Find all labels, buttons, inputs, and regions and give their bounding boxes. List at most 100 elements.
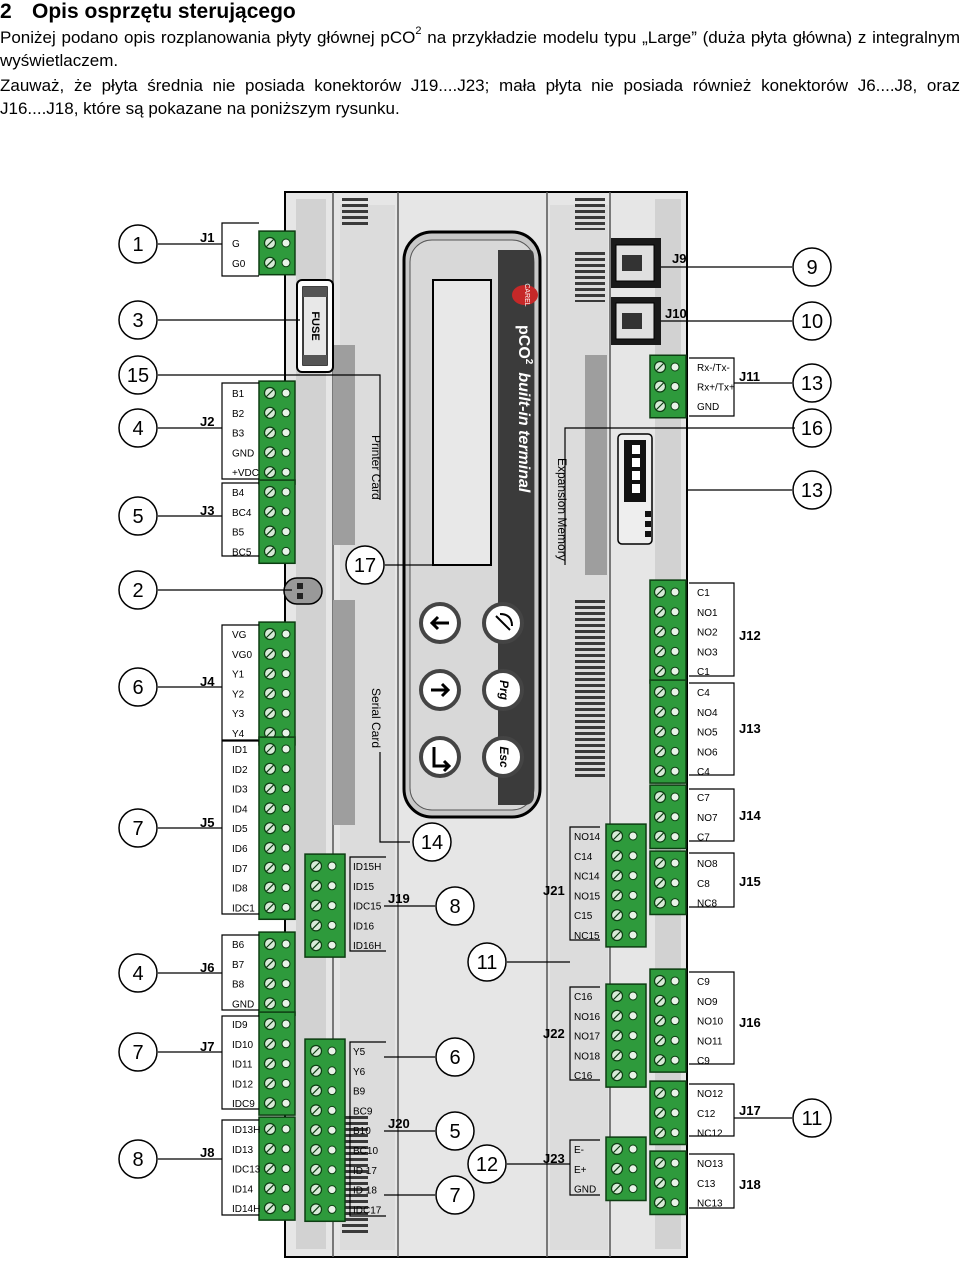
callout-number: 13 — [801, 373, 823, 395]
rj-socket-j9[interactable] — [611, 238, 661, 288]
pin-label: NO4 — [697, 708, 718, 719]
pin-label: IDC1 — [232, 903, 255, 914]
alarm-button[interactable] — [482, 602, 524, 644]
pin-label: C8 — [697, 879, 710, 890]
right-arrow-button[interactable] — [419, 669, 461, 711]
serial-card-slot — [333, 600, 355, 825]
prg-button[interactable]: Prg — [482, 669, 524, 711]
callout-7: 7 — [384, 1175, 475, 1215]
pin-label: ID7 — [232, 864, 248, 875]
pin-label: B6 — [232, 940, 245, 951]
callout-7: 7 — [118, 808, 222, 848]
callout-2: 2 — [118, 570, 292, 610]
pin-label: C14 — [574, 852, 593, 863]
callout-number: 5 — [132, 506, 143, 528]
pin-label: ID11 — [232, 1060, 253, 1071]
connector-label: J19 — [388, 891, 410, 906]
controller-board-diagram: CAREL pCO 2 built-in terminal Prg Esc FUSE — [118, 191, 832, 1258]
terminal-block — [258, 621, 296, 746]
callout-6: 6 — [118, 667, 222, 707]
pin-label: Y6 — [353, 1067, 366, 1078]
connector-label: J18 — [739, 1177, 761, 1192]
pin-label: Rx-/Tx- — [697, 363, 730, 374]
product-name: pCO — [515, 325, 532, 359]
callout-4: 4 — [118, 408, 222, 448]
pin-label: NO10 — [697, 1017, 724, 1028]
pin-label: G — [232, 239, 240, 250]
terminal-block — [605, 823, 647, 948]
esc-button[interactable]: Esc — [482, 736, 524, 778]
callout-number: 12 — [476, 1154, 498, 1176]
callout-number: 4 — [132, 963, 143, 985]
connector-label: J9 — [672, 251, 686, 266]
left-arrow-button[interactable] — [419, 602, 461, 644]
pin-label: C1 — [697, 588, 710, 599]
callout-15: 15 — [118, 355, 158, 395]
enter-button[interactable] — [419, 736, 461, 778]
dip-switch[interactable] — [617, 433, 653, 545]
callout-number: 7 — [132, 818, 143, 840]
callout-8: 8 — [118, 1139, 222, 1179]
pin-label: B1 — [232, 389, 245, 400]
connector-label: J5 — [200, 815, 214, 830]
pin-label: ID14 — [232, 1184, 254, 1195]
pin-label: ID14H — [232, 1204, 260, 1215]
pin-label: NO2 — [697, 628, 718, 639]
pin-label: NC8 — [697, 899, 717, 910]
connector-label: J13 — [739, 721, 761, 736]
pin-label: NC13 — [697, 1199, 723, 1210]
printer-card-label: Printer Card — [369, 435, 383, 500]
pin-label: GND — [697, 402, 719, 413]
pin-label: ID13H — [232, 1125, 260, 1136]
pin-label: BC10 — [353, 1146, 378, 1157]
pin-label: E- — [574, 1145, 584, 1156]
pin-label: NO15 — [574, 891, 601, 902]
rj-socket-j10[interactable] — [611, 297, 661, 345]
note-paragraph: Zauważ, że płyta średnia nie posiada kon… — [0, 76, 960, 118]
product-subtitle: built-in terminal — [515, 372, 532, 493]
pin-label: Rx+/Tx+ — [697, 383, 735, 394]
svg-text:Prg: Prg — [497, 680, 511, 701]
callout-9: 9 — [661, 247, 832, 287]
pin-label: C4 — [697, 767, 710, 778]
pin-label: Y3 — [232, 709, 245, 720]
pin-label: ID9 — [232, 1020, 248, 1031]
expansion-memory-label: Expansion Memory — [555, 458, 569, 561]
pin-label: GND — [232, 448, 254, 459]
carel-logo: CAREL — [523, 283, 530, 306]
callout-number: 16 — [801, 418, 823, 440]
connector-label: J2 — [200, 414, 214, 429]
callout-number: 6 — [449, 1047, 460, 1069]
pin-label: C9 — [697, 1056, 710, 1067]
pin-label: C13 — [697, 1179, 716, 1190]
svg-text:FUSE: FUSE — [309, 311, 321, 340]
pin-label: ID2 — [232, 765, 248, 776]
connector-label: J6 — [200, 960, 214, 975]
pin-label: VG — [232, 630, 247, 641]
pin-label: B8 — [232, 980, 245, 991]
callout-12: 12 — [467, 1144, 570, 1184]
terminal-block — [258, 230, 296, 276]
